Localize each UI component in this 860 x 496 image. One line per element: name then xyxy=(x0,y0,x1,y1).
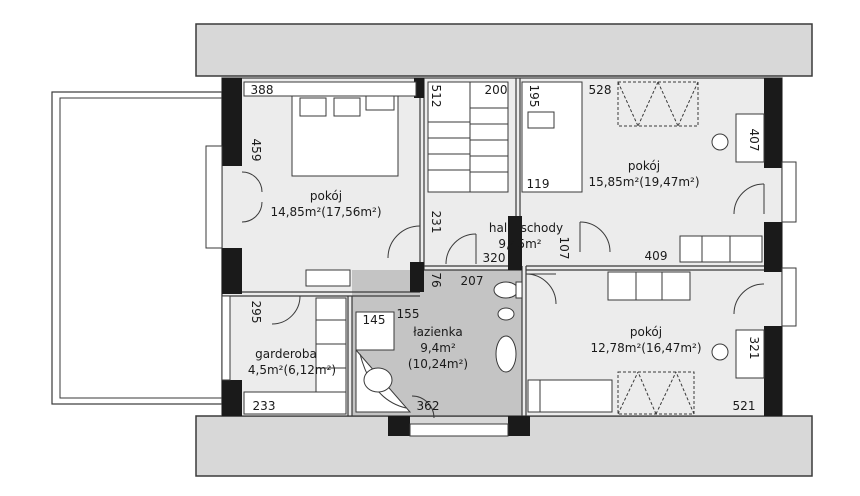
shelf-unit-bottom xyxy=(607,271,691,301)
dim-tr-height: 407 xyxy=(747,129,761,152)
doors xyxy=(241,171,765,419)
balcony xyxy=(51,91,223,405)
room-name-bathroom: łazienka xyxy=(413,325,462,339)
shelf-unit-top xyxy=(679,235,763,263)
dim-tr-width: 528 xyxy=(589,83,612,97)
room-area-bathroom: 9,4m² xyxy=(420,341,456,355)
dim-bed-left-height: 459 xyxy=(249,139,263,162)
dim-wardrobe-width: 233 xyxy=(253,399,276,413)
dim-bath-left: 155 xyxy=(397,307,420,321)
dim-hall-right: 107 xyxy=(557,237,571,260)
windows xyxy=(205,145,797,437)
roof-top xyxy=(195,23,813,77)
dim-bed-left-lower: 231 xyxy=(429,211,443,234)
lamp-top xyxy=(711,133,729,151)
dim-wardrobe-height: 295 xyxy=(249,301,263,324)
dresser-bottom xyxy=(735,329,765,379)
room-name-hall: hall+schody xyxy=(489,221,563,235)
dim-hall-top: 200 xyxy=(485,83,508,97)
dim-hall-bottom-left: 76 xyxy=(429,272,443,287)
room-area-wardrobe: 4,5m²(6,12m²) xyxy=(248,363,336,377)
dim-br-height: 321 xyxy=(747,337,761,360)
closet-top xyxy=(617,81,699,127)
room-area-bathroom-total: (10,24m²) xyxy=(408,357,468,371)
exterior-walls xyxy=(222,78,782,436)
dim-tr-bottom: 409 xyxy=(645,249,668,263)
dim-stair-top: 512 xyxy=(429,85,443,108)
lamp-bottom xyxy=(711,343,729,361)
room-name-bedroom-top-right: pokój xyxy=(628,159,660,173)
bathroom-fixtures xyxy=(355,281,523,413)
room-name-bedroom-left: pokój xyxy=(310,189,342,203)
desk xyxy=(305,269,351,287)
dresser-top xyxy=(735,113,765,163)
dim-bath-shower: 145 xyxy=(363,313,386,327)
dim-bath-bottom: 362 xyxy=(417,399,440,413)
wardrobe-shelves xyxy=(243,297,347,415)
room-name-bedroom-bottom-right: pokój xyxy=(630,325,662,339)
dim-tr-inner2: 119 xyxy=(527,177,550,191)
room-area-bedroom-left: 14,85m²(17,56m²) xyxy=(270,205,381,219)
closet-bottom xyxy=(617,371,695,415)
room-name-wardrobe: garderoba xyxy=(255,347,317,361)
double-bed xyxy=(243,81,417,177)
dim-br-bottom: 521 xyxy=(733,399,756,413)
stairs xyxy=(427,81,509,193)
dim-bath-width: 207 xyxy=(461,274,484,288)
room-area-hall: 9,45m² xyxy=(498,237,541,251)
single-bed-top xyxy=(521,81,583,193)
single-bed-bottom xyxy=(527,379,613,413)
room-area-bedroom-bottom-right: 12,78m²(16,47m²) xyxy=(590,341,701,355)
dim-tr-inner: 195 xyxy=(527,85,541,108)
dim-bed-left-width: 388 xyxy=(251,83,274,97)
dim-hall-left: 320 xyxy=(483,251,506,265)
room-area-bedroom-top-right: 15,85m²(19,47m²) xyxy=(588,175,699,189)
